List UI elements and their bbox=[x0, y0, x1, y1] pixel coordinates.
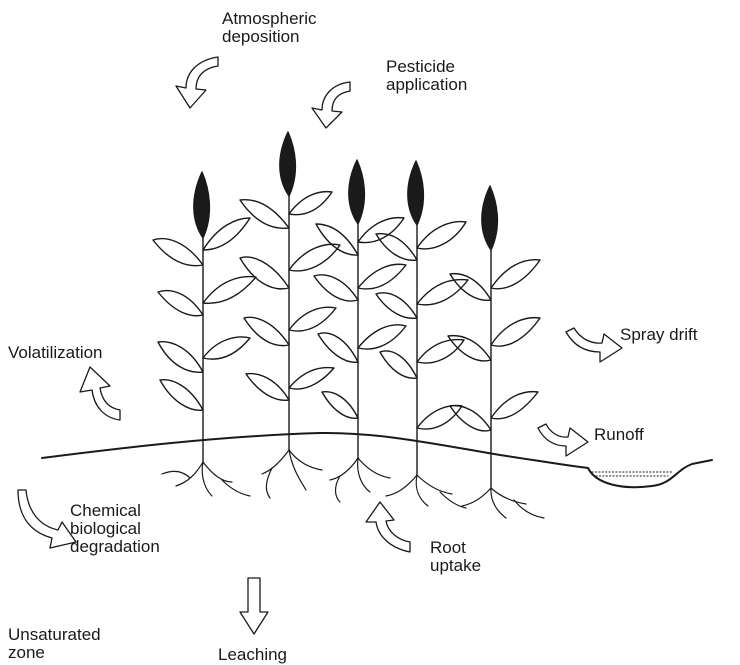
leaf bbox=[417, 280, 468, 305]
runoff-arrow bbox=[538, 424, 588, 456]
degradation-label: Chemical biological degradation bbox=[70, 502, 160, 556]
leaf bbox=[450, 274, 491, 301]
root bbox=[203, 462, 232, 482]
leaf bbox=[160, 380, 203, 411]
root-uptake-arrow bbox=[366, 502, 410, 552]
runoff-pond bbox=[588, 460, 712, 487]
spray-drift-arrow bbox=[566, 328, 622, 362]
root bbox=[386, 475, 417, 496]
leaf bbox=[240, 200, 289, 229]
atmospheric-deposition-arrow bbox=[176, 57, 218, 108]
leaf bbox=[289, 368, 334, 389]
leaf bbox=[491, 260, 540, 289]
seed-head bbox=[349, 160, 365, 224]
seed-head bbox=[194, 172, 210, 238]
leaf bbox=[491, 318, 540, 346]
root bbox=[176, 462, 203, 486]
leaching-arrow bbox=[240, 578, 268, 634]
root bbox=[491, 488, 506, 518]
leaf bbox=[246, 374, 289, 401]
seed-head bbox=[482, 186, 498, 250]
leaf bbox=[358, 325, 406, 349]
seed-head bbox=[280, 132, 296, 196]
leaf bbox=[153, 239, 203, 266]
root bbox=[336, 476, 341, 502]
root bbox=[289, 450, 306, 490]
root bbox=[262, 450, 289, 474]
leaf bbox=[289, 307, 336, 331]
volatilization-label: Volatilization bbox=[8, 344, 103, 362]
leaf bbox=[417, 406, 462, 429]
root bbox=[266, 468, 272, 498]
leaf bbox=[316, 224, 358, 255]
root bbox=[417, 475, 452, 494]
leaf bbox=[318, 333, 358, 362]
root bbox=[222, 480, 250, 496]
leaf bbox=[376, 293, 417, 318]
leaf bbox=[380, 351, 417, 378]
runoff-label: Runoff bbox=[594, 426, 644, 444]
plant-roots bbox=[162, 450, 544, 518]
leaf bbox=[376, 234, 417, 261]
leaf bbox=[417, 340, 464, 363]
leaf bbox=[289, 244, 340, 271]
root bbox=[358, 458, 390, 478]
seed-head bbox=[408, 161, 424, 225]
ground-surface-line bbox=[42, 433, 588, 468]
root bbox=[491, 488, 526, 504]
leaf bbox=[314, 275, 358, 301]
leaf bbox=[158, 342, 203, 373]
leaf bbox=[158, 291, 203, 316]
root bbox=[330, 458, 358, 480]
root-uptake-label: Root uptake bbox=[430, 539, 481, 575]
root bbox=[462, 488, 491, 506]
leaf bbox=[322, 392, 358, 419]
spray-drift-label: Spray drift bbox=[620, 326, 697, 344]
pesticide-application-arrow bbox=[312, 82, 350, 128]
leaf bbox=[450, 406, 491, 431]
leaf bbox=[417, 222, 466, 249]
leaching-label: Leaching bbox=[218, 646, 287, 664]
leaf bbox=[203, 337, 250, 359]
unsaturated-zone-label: Unsaturated zone bbox=[8, 626, 101, 662]
volatilization-arrow bbox=[80, 367, 120, 420]
leaf bbox=[491, 392, 538, 419]
root bbox=[162, 471, 190, 478]
leaf bbox=[240, 257, 289, 289]
leaf bbox=[244, 317, 289, 345]
leaf bbox=[203, 218, 250, 250]
leaf bbox=[358, 264, 406, 289]
degradation-arrow bbox=[18, 490, 76, 548]
pesticide-application-label: Pesticide application bbox=[386, 58, 467, 94]
root bbox=[358, 458, 370, 492]
pond-water-dots bbox=[592, 472, 672, 476]
atmospheric-deposition-label: Atmospheric deposition bbox=[222, 10, 316, 46]
leaf bbox=[203, 277, 256, 304]
leaf bbox=[289, 192, 332, 215]
